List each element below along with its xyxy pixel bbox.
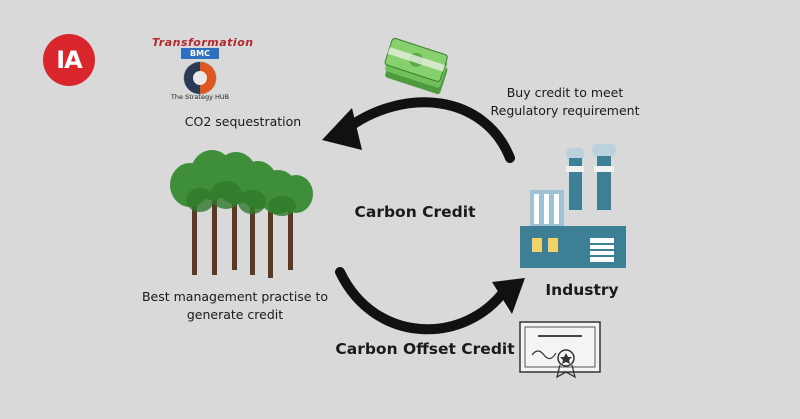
- industry-label: Industry: [545, 281, 619, 299]
- buy-credit-label: Buy credit to meet Regulatory requiremen…: [470, 84, 660, 120]
- carbon-credit-label: Carbon Credit: [354, 203, 476, 221]
- best-management-label: Best management practise to generate cre…: [135, 288, 335, 324]
- buy-credit-line-2: Regulatory requirement: [490, 103, 640, 118]
- hub-bmc-badge: BMC: [181, 48, 219, 59]
- co2-sequestration-label: CO2 sequestration: [184, 114, 302, 129]
- best-management-line-2: generate credit: [186, 307, 284, 322]
- carbon-offset-credit-label: Carbon Offset Credit: [335, 340, 515, 358]
- strategy-hub-logo: [183, 61, 217, 95]
- factory-icon: [520, 144, 626, 268]
- hub-title: Transformation: [152, 36, 254, 49]
- buy-credit-line-1: Buy credit to meet: [506, 85, 624, 100]
- arrow-to-forest: [322, 97, 515, 163]
- forest-icon: [170, 150, 313, 278]
- certificate-icon: [519, 321, 601, 379]
- arrow-to-industry: [335, 267, 525, 335]
- best-management-line-1: Best management practise to: [141, 289, 329, 304]
- hub-subtitle: The Strategy HUB: [170, 93, 230, 101]
- money-stack-icon: [384, 37, 448, 95]
- ia-logo: IA: [43, 34, 95, 86]
